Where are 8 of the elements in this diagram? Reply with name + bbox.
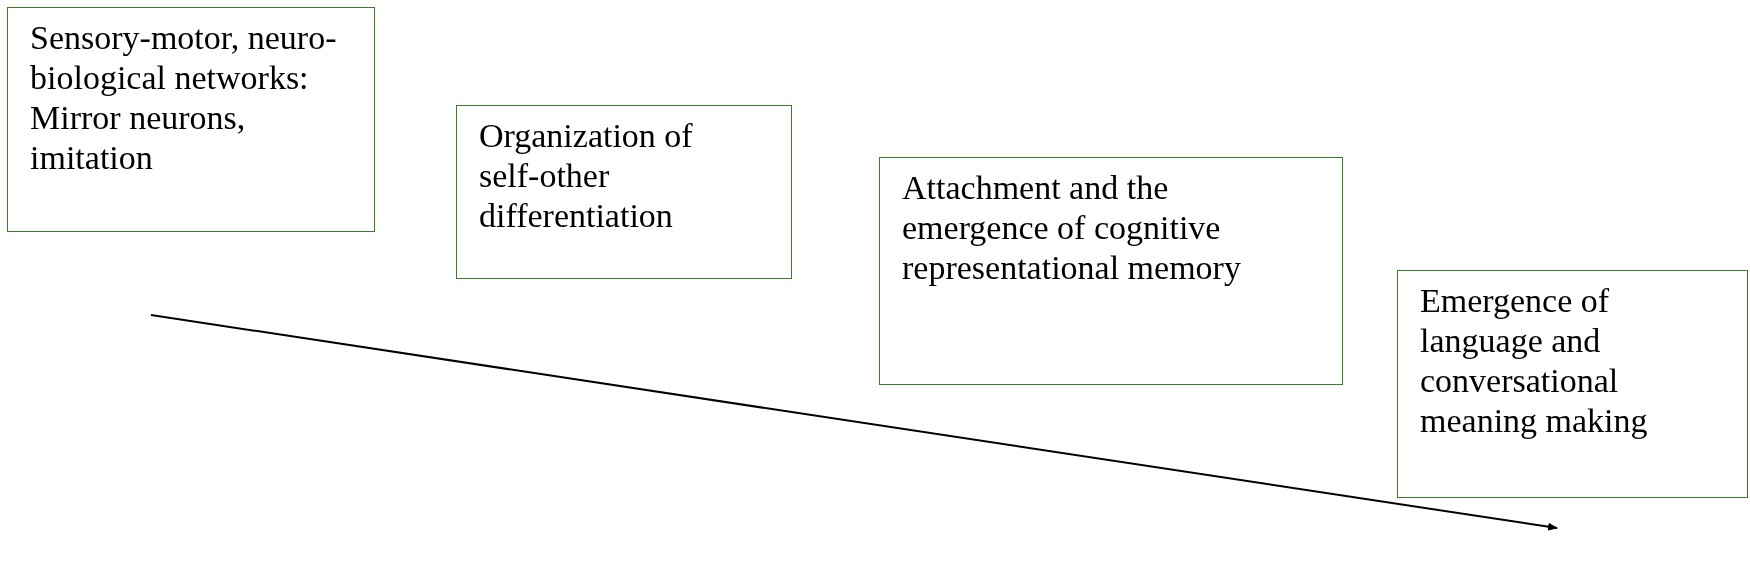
stage-box [879, 157, 1343, 385]
stage-text: Attachment and the emergence of cognitive representational memory [902, 168, 1242, 288]
stage-text: Sensory-motor, neuro-biological networks: Mirror neurons, imitation [30, 18, 338, 178]
stage-text: Emergence of language and conversational meaning making [1420, 281, 1649, 441]
stage-box [1397, 270, 1748, 498]
stage-text: Organization of self-other differentiation [479, 116, 694, 236]
stage-box [7, 7, 375, 232]
stage-box [456, 105, 792, 279]
